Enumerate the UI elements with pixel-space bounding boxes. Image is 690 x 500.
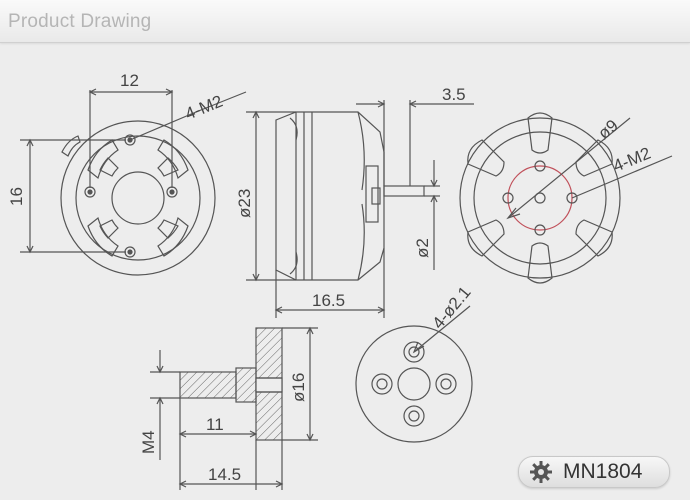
dim-mount-width: 12 xyxy=(120,71,139,90)
dim-prop-total-length: 14.5 xyxy=(208,465,241,484)
dim-top-thread: 4-M2 xyxy=(610,144,653,176)
page-title: Product Drawing xyxy=(8,11,152,32)
dim-prop-thread: M4 xyxy=(139,430,158,454)
dim-bell-diameter: ø23 xyxy=(235,189,254,218)
prop-adapter-face-view xyxy=(355,305,473,443)
model-badge: MN1804 xyxy=(518,456,670,488)
header-bar: Product Drawing xyxy=(0,0,690,43)
dim-top-bolt-circle: ø9 xyxy=(594,116,621,143)
dim-body-length: 16.5 xyxy=(312,291,345,310)
technical-drawing: 12 16 4-M2 ø23 16.5 ø2 3.5 ø9 4-M2 ø16 M… xyxy=(7,71,673,490)
prop-adapter-view xyxy=(150,326,318,490)
gear-icon xyxy=(530,461,552,483)
dim-shaft-diameter: ø2 xyxy=(413,238,432,258)
top-view xyxy=(459,112,673,284)
dim-shaft-length: 3.5 xyxy=(442,85,466,104)
side-view xyxy=(246,100,474,318)
dim-prop-shaft-length: 11 xyxy=(206,415,224,434)
dim-prop-flange-diameter: ø16 xyxy=(289,373,308,402)
mount-view xyxy=(20,88,247,276)
dim-mount-height: 16 xyxy=(7,187,26,206)
dim-mount-thread: 4-M2 xyxy=(182,92,225,124)
model-name: MN1804 xyxy=(563,460,643,483)
